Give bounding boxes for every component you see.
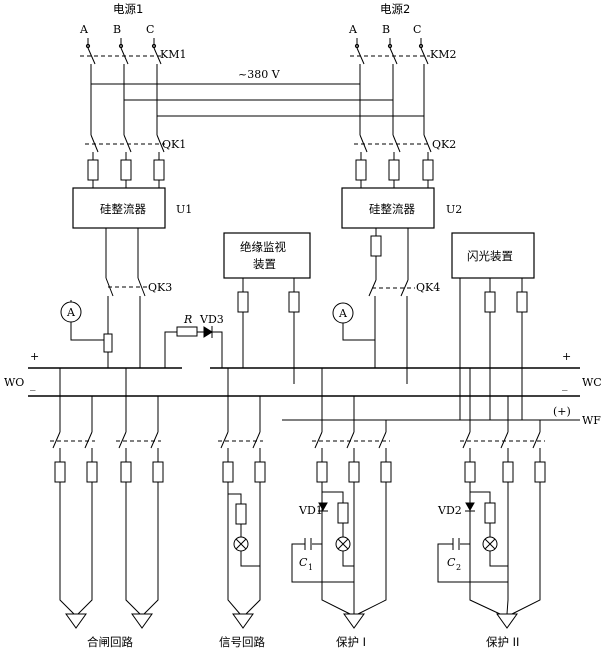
source2-label: 电源2 <box>380 2 410 16</box>
insulation-monitor-leads <box>237 278 300 384</box>
wf-plus: (+) <box>553 405 571 418</box>
source2-feeder <box>350 38 434 188</box>
phase-b-label-1: B <box>113 23 121 36</box>
tie-lines-380v <box>91 83 424 117</box>
phase-c-label-2: C <box>413 23 421 36</box>
signal-circuit <box>218 368 266 629</box>
source1-feeder <box>80 38 165 188</box>
rectifier-u2 <box>341 187 435 229</box>
vd2-label: VD2 <box>437 504 462 517</box>
qk1-label: QK1 <box>162 138 186 151</box>
rectifier-u1-label: 硅整流器 <box>100 202 146 216</box>
ammeter-1-label: A <box>66 306 76 319</box>
wo-plus: + <box>30 350 39 363</box>
qk3-label: QK3 <box>148 281 172 294</box>
u1-label: U1 <box>176 203 192 216</box>
insulation-monitor-line2: 装置 <box>253 257 276 271</box>
wc-plus: + <box>562 350 571 363</box>
c1-sub: 1 <box>308 563 313 572</box>
buses <box>28 367 580 421</box>
wf-label: WF <box>582 414 601 427</box>
u2-output <box>332 228 415 384</box>
vd3-label: VD3 <box>199 313 224 326</box>
wc-minus: _ <box>562 378 568 391</box>
phase-c-label-1: C <box>146 23 154 36</box>
km2-label: KM2 <box>430 48 456 61</box>
signal-circuit-label: 信号回路 <box>219 635 265 649</box>
source1-label: 电源1 <box>113 2 143 16</box>
c1-label: C <box>299 556 308 569</box>
c2-sub: 2 <box>456 563 461 572</box>
ammeter-2-label: A <box>338 307 348 320</box>
flash-device-box <box>451 232 535 279</box>
u2-label: U2 <box>446 203 462 216</box>
resistor-label: R <box>183 313 192 326</box>
protection-1-circuit <box>291 368 392 629</box>
flash-device-label: 闪光装置 <box>467 249 513 263</box>
vd1-label: VD1 <box>298 504 323 517</box>
phase-a-label-1: A <box>79 23 89 36</box>
wc-label: WC <box>582 376 601 389</box>
qk2-label: QK2 <box>432 138 456 151</box>
insulation-monitor-line1: 绝缘监视 <box>240 240 286 254</box>
insulation-monitor-box <box>223 232 311 279</box>
c2-label: C <box>447 556 456 569</box>
protection-2-circuit <box>437 368 546 629</box>
u1-output <box>60 228 148 368</box>
phase-b-label-2: B <box>382 23 390 36</box>
wo-minus: _ <box>30 378 36 391</box>
closing-circuits <box>50 368 164 629</box>
voltage-label: ~380 V <box>238 68 281 81</box>
closing-circuit-label: 合闸回路 <box>87 635 133 649</box>
wo-wc-link <box>164 326 223 368</box>
rectifier-u1 <box>72 187 166 229</box>
qk4-label: QK4 <box>416 281 440 294</box>
protection-1-label: 保护 I <box>336 635 366 649</box>
rectifier-u2-label: 硅整流器 <box>369 202 415 216</box>
phase-a-label-2: A <box>348 23 358 36</box>
km1-label: KM1 <box>160 48 186 61</box>
wo-label: WO <box>4 376 24 389</box>
protection-2-label: 保护 II <box>486 635 519 649</box>
